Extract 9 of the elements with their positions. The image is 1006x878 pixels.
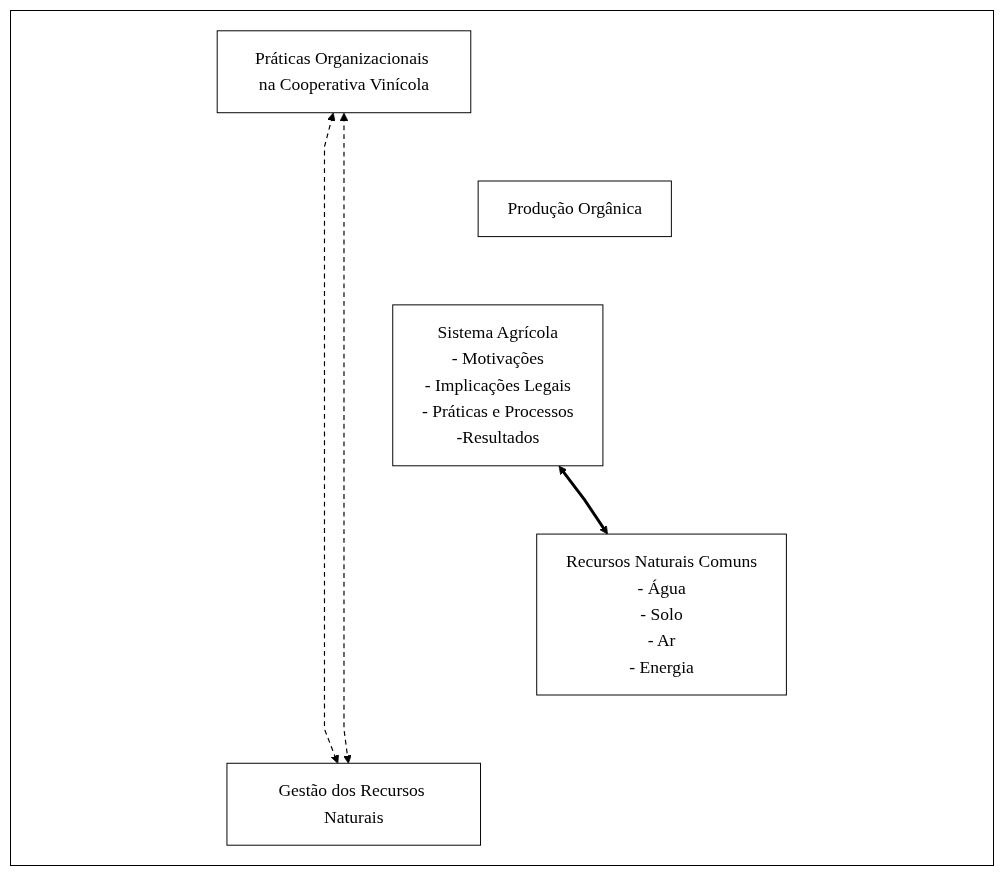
node-box: [536, 533, 788, 696]
arrow: [558, 465, 609, 535]
node-box: [392, 304, 604, 467]
diagram-frame: Práticas Organizacionais na Cooperativa Vinícola Produção Orgânica Sistema Agrícola - Motivações - Implicações Legais - Práticas e Processos -Resultados Recursos Naturais Comuns - Água - Solo - Ar - Energia Gestão dos Recursos Naturais: [10, 10, 994, 866]
arrow: [339, 112, 352, 764]
node-box: [216, 30, 472, 114]
node-box: [477, 180, 673, 238]
arrow: [324, 112, 340, 764]
node-box: [226, 762, 482, 846]
